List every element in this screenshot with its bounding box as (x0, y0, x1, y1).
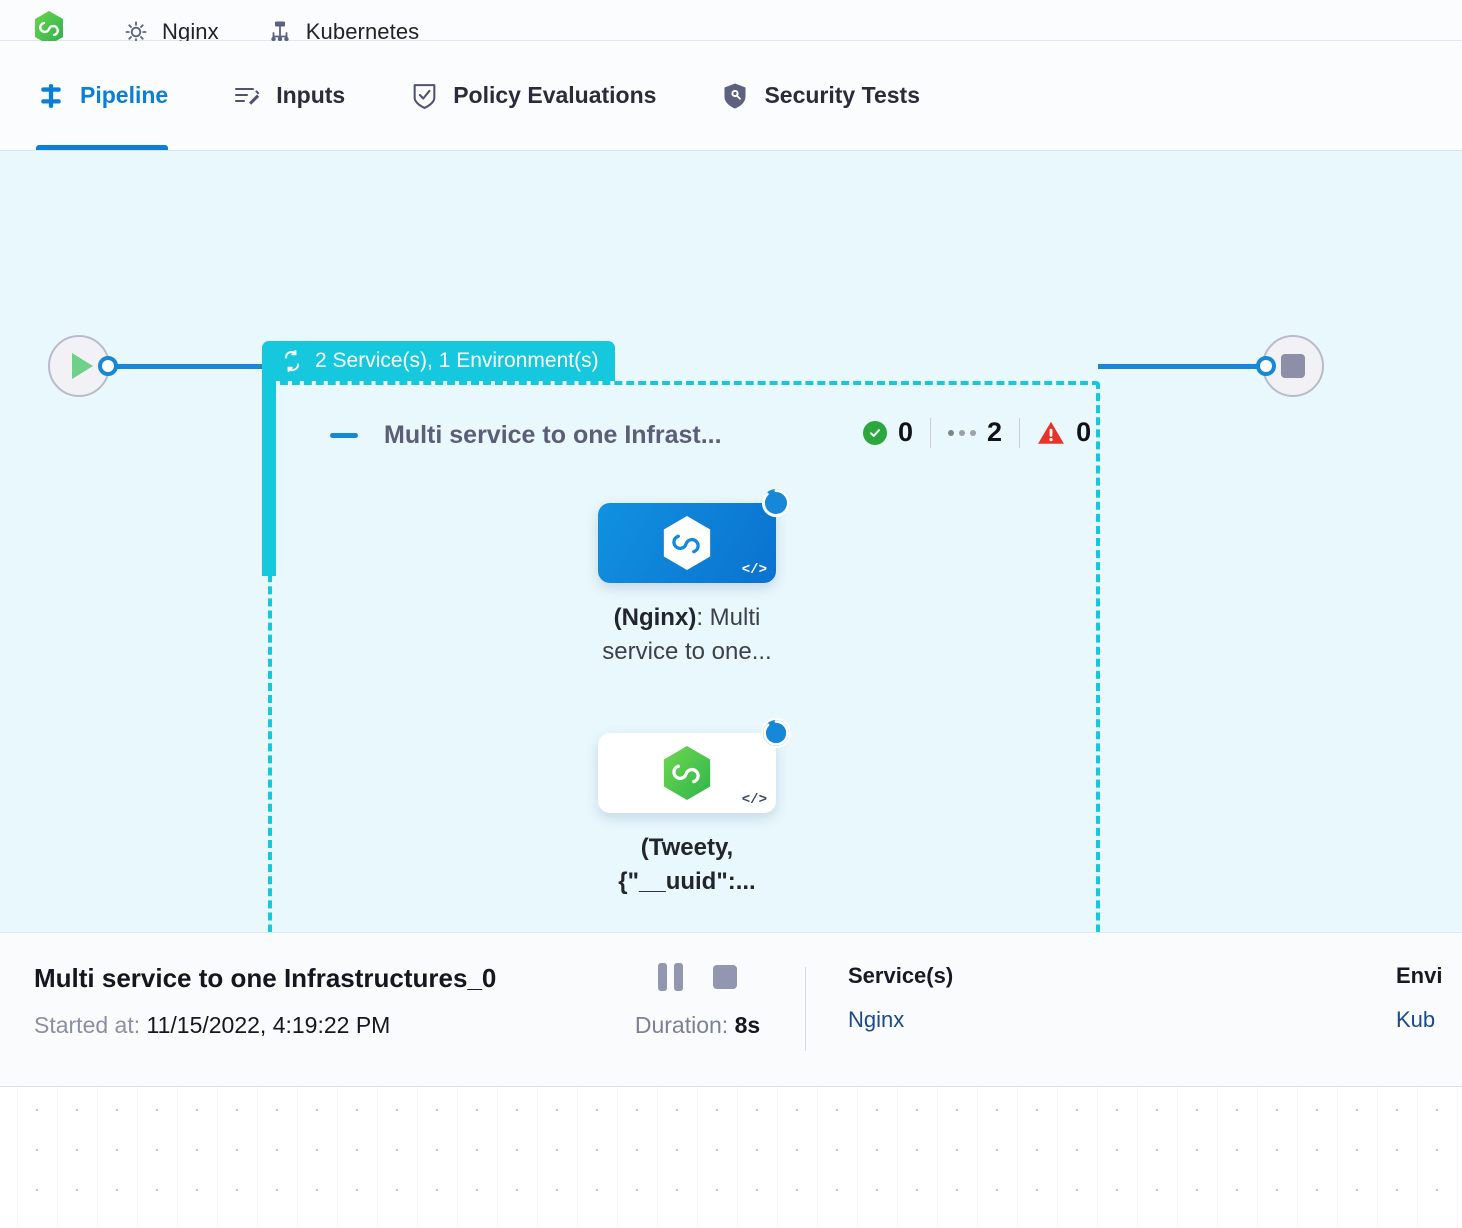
stage-title: Multi service to one Infrast... (384, 421, 722, 449)
stop-icon[interactable] (713, 965, 737, 989)
tab-pipeline[interactable]: Pipeline (36, 41, 190, 150)
services-column-value[interactable]: Nginx (848, 1007, 905, 1032)
running-spinner-icon (758, 715, 794, 751)
status-error-value: 0 (1076, 417, 1092, 447)
execution-summary: Multi service to one Infrastructures_0 S… (0, 963, 590, 1039)
breadcrumb-item-environment[interactable]: Kubernetes (265, 17, 420, 47)
service-node-label: (Nginx): Multi service to one... (582, 601, 792, 669)
status-divider (1019, 417, 1021, 448)
harness-hexagon-green-icon (660, 744, 714, 802)
code-badge-icon: </> (741, 792, 767, 808)
tab-inputs[interactable]: Inputs (232, 41, 367, 150)
service-node-label-name: (Nginx) (613, 604, 697, 631)
info-divider (805, 967, 806, 1051)
control-buttons (658, 963, 737, 991)
tab-pipeline-label: Pipeline (80, 82, 169, 108)
info-column-services: Service(s) Nginx (806, 963, 1396, 1033)
status-error: 0 (1020, 417, 1108, 448)
info-column-environments: Envi Kub (1396, 963, 1442, 1033)
duration-value: 8s (734, 1012, 761, 1038)
status-divider (930, 417, 932, 448)
pipeline-canvas[interactable]: 2 Service(s), 1 Environment(s) Multi ser… (0, 151, 1462, 932)
shield-check-icon (409, 81, 439, 111)
execution-started: Started at: 11/15/2022, 4:19:22 PM (34, 1012, 590, 1039)
breadcrumb-item-logo[interactable] (34, 11, 75, 47)
shield-scan-icon (720, 81, 750, 111)
service-node-label: (Tweety, {"__uuid":... (582, 831, 792, 899)
running-spinner-icon (758, 485, 794, 521)
tab-policy-evaluations-label: Policy Evaluations (453, 82, 657, 108)
code-badge-icon: </> (741, 562, 767, 578)
tab-security-tests[interactable]: Security Tests (720, 41, 942, 150)
stage-status-counters: 0 2 0 (846, 417, 1108, 448)
tab-security-tests-label: Security Tests (764, 82, 920, 108)
stage-group-badge-label: 2 Service(s), 1 Environment(s) (315, 349, 599, 372)
environments-column-value[interactable]: Kub (1396, 1007, 1436, 1032)
duration-label: Duration: (634, 1012, 729, 1038)
connector-start-to-stage (110, 364, 262, 369)
status-running-value: 2 (987, 417, 1003, 447)
started-label: Started at: (34, 1012, 141, 1038)
breadcrumb-label-2: Kubernetes (305, 19, 420, 44)
stage-group-box[interactable]: Multi service to one Infrast... 0 2 (268, 381, 1100, 932)
service-node-card[interactable]: </> (598, 489, 790, 583)
kubernetes-node-icon (265, 17, 295, 47)
stage-group-badge[interactable]: 2 Service(s), 1 Environment(s) (262, 341, 615, 381)
pipeline-icon (36, 81, 66, 111)
pause-icon[interactable] (658, 963, 683, 991)
inputs-wand-icon (232, 81, 262, 111)
minus-collapse-icon[interactable] (330, 433, 358, 438)
execution-duration: Duration: 8s (635, 1012, 760, 1039)
breadcrumb-item-service[interactable]: Nginx (121, 17, 219, 47)
environments-column-header: Envi (1396, 963, 1443, 988)
stage-header: Multi service to one Infrast... (330, 421, 722, 450)
service-node-tweety[interactable]: </> (Tweety, {"__uuid":... (598, 718, 791, 899)
stop-icon (1281, 354, 1305, 378)
breadcrumb-label-1: Nginx (162, 19, 219, 44)
canvas-grid-footer[interactable] (0, 1087, 1462, 1228)
running-dots-icon (948, 429, 977, 436)
status-running: 2 (931, 417, 1019, 448)
service-node-card[interactable]: </> (598, 718, 791, 813)
started-value: 11/15/2022, 4:19:22 PM (146, 1012, 391, 1038)
check-circle-icon (863, 420, 887, 445)
connector-stage-to-end (1098, 364, 1264, 369)
warning-triangle-icon (1037, 420, 1065, 446)
end-node-port[interactable] (1256, 356, 1276, 376)
execution-title: Multi service to one Infrastructures_0 (34, 963, 497, 993)
harness-hexagon-white-icon (660, 514, 714, 572)
service-node-label-rest: : Multi service to one... (602, 604, 772, 666)
breadcrumb: Nginx Kubernetes (0, 0, 1462, 45)
tab-policy-evaluations[interactable]: Policy Evaluations (409, 41, 678, 150)
status-success-value: 0 (898, 417, 914, 447)
stage-group-left-bar (262, 376, 276, 576)
harness-hexagon-logo-icon (34, 11, 64, 45)
execution-controls: Duration: 8s (590, 963, 805, 1039)
start-node-port[interactable] (98, 356, 118, 376)
gear-icon (121, 17, 151, 47)
play-icon (71, 353, 93, 379)
tab-bar: Pipeline Inputs Policy Evaluations (0, 41, 1462, 151)
service-node-nginx[interactable]: </> (Nginx): Multi service to one... (598, 489, 790, 669)
tab-inputs-label: Inputs (276, 82, 346, 108)
status-success: 0 (846, 417, 930, 448)
services-column-header: Service(s) (848, 963, 954, 988)
execution-info-bar: Multi service to one Infrastructures_0 S… (0, 932, 1462, 1087)
matrix-loop-icon (280, 349, 304, 373)
service-node-label-name: (Tweety, {"__uuid":... (618, 834, 756, 896)
